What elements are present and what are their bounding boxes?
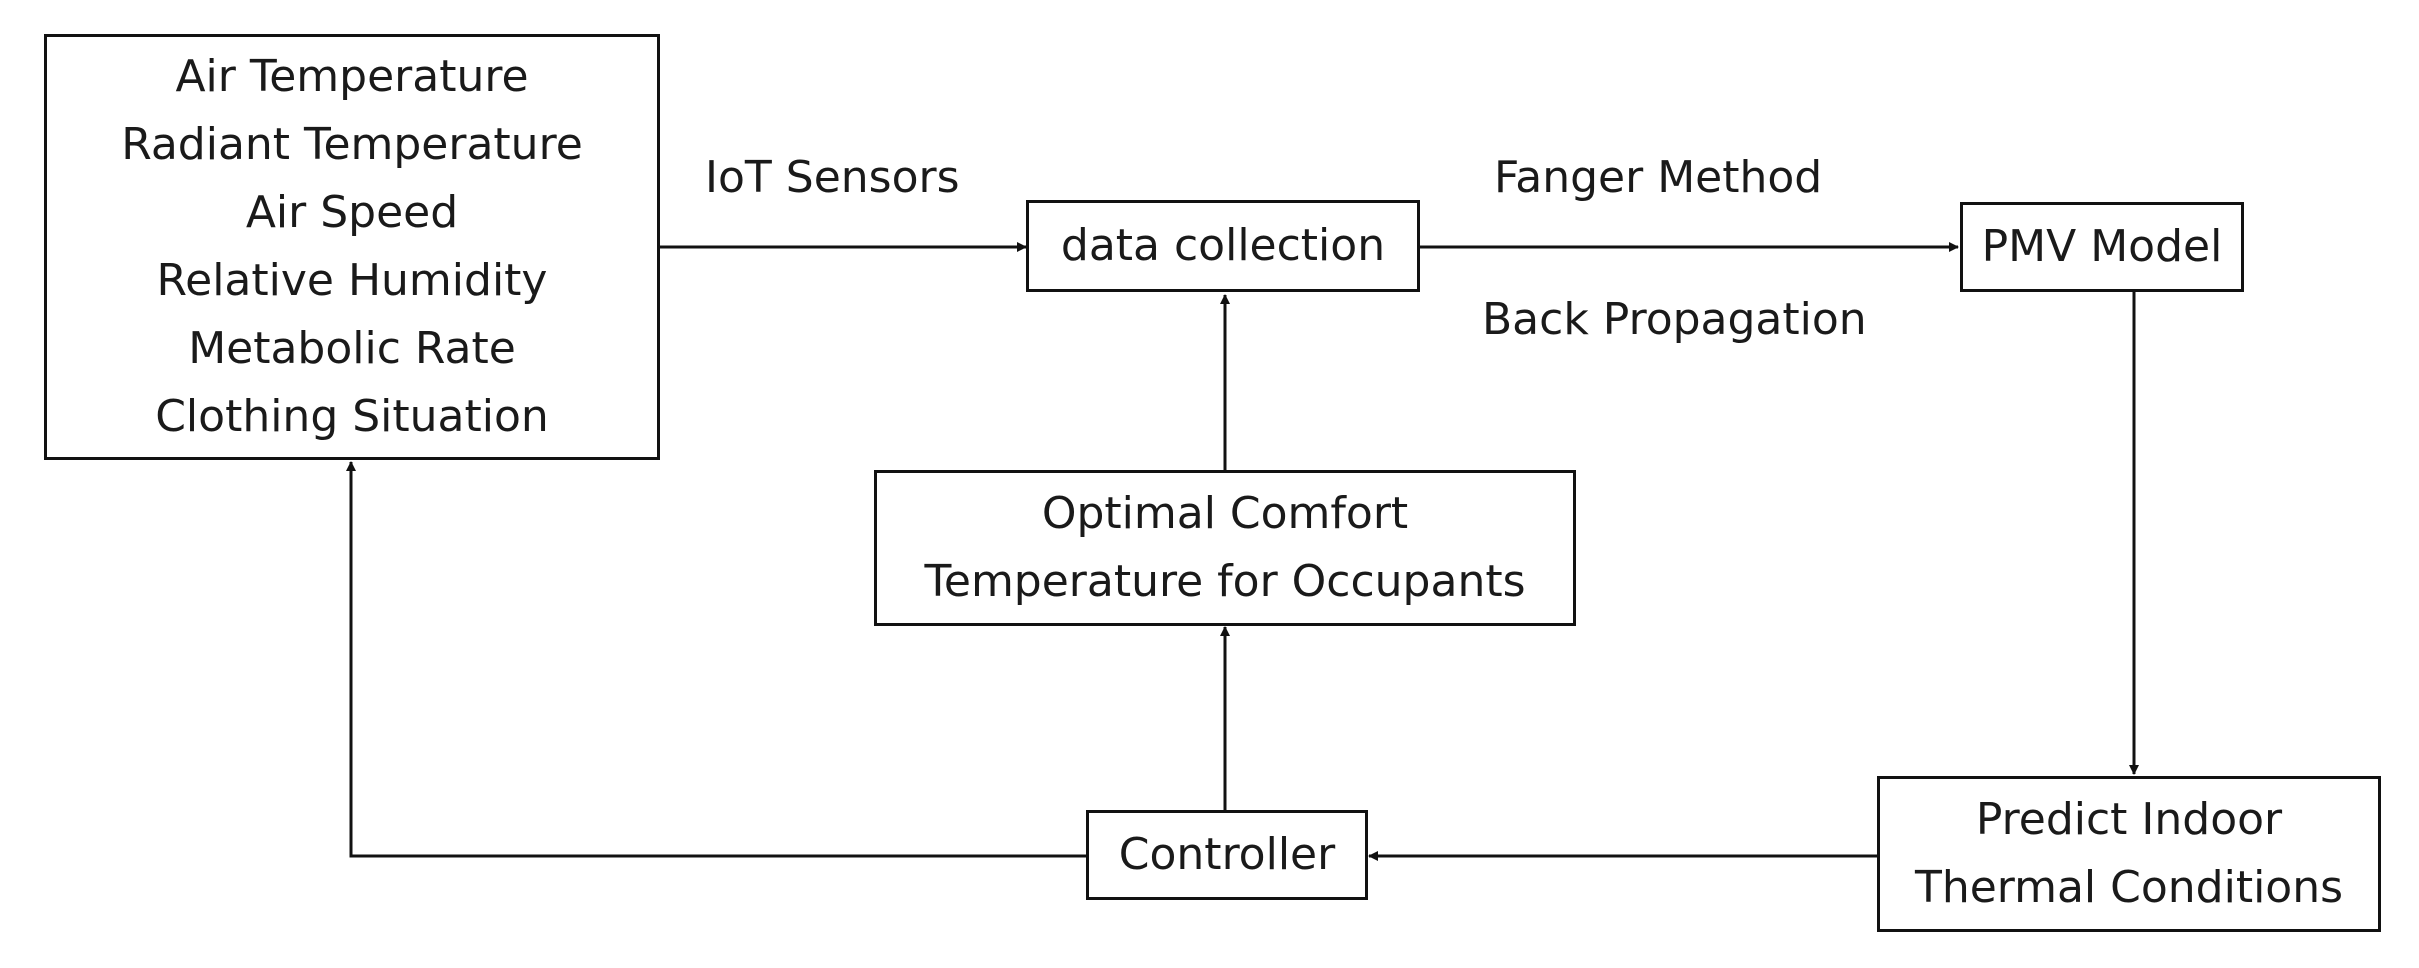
inputs-box: Air Temperature Radiant Temperature Air … [44, 34, 660, 460]
inputs-line: Radiant Temperature [121, 119, 583, 170]
predict-box: Predict Indoor Thermal Conditions [1877, 776, 2381, 932]
predict-line: Predict Indoor [1975, 794, 2283, 845]
data-collection-label: data collection [1060, 220, 1386, 271]
inputs-line: Metabolic Rate [188, 323, 516, 374]
arrow-controller-to-inputs [346, 461, 1086, 858]
inputs-line: Clothing Situation [155, 391, 549, 442]
optimal-comfort-line: Optimal Comfort [1041, 488, 1409, 539]
inputs-line: Air Speed [245, 187, 459, 238]
pmv-model-label: PMV Model [1981, 221, 2223, 272]
data-collection-box: data collection [1026, 200, 1420, 292]
edge-label-fanger-method: Fanger Method [1494, 152, 1823, 203]
predict-line: Thermal Conditions [1914, 862, 2344, 913]
optimal-comfort-box: Optimal Comfort Temperature for Occupant… [874, 470, 1576, 626]
inputs-line: Air Temperature [175, 51, 529, 102]
optimal-comfort-line: Temperature for Occupants [924, 556, 1526, 607]
pmv-model-box: PMV Model [1960, 202, 2244, 292]
edge-label-back-propagation: Back Propagation [1482, 294, 1867, 345]
controller-label: Controller [1118, 829, 1336, 880]
inputs-line: Relative Humidity [156, 255, 548, 306]
edge-label-iot-sensors: IoT Sensors [705, 152, 960, 203]
controller-box: Controller [1086, 810, 1368, 900]
